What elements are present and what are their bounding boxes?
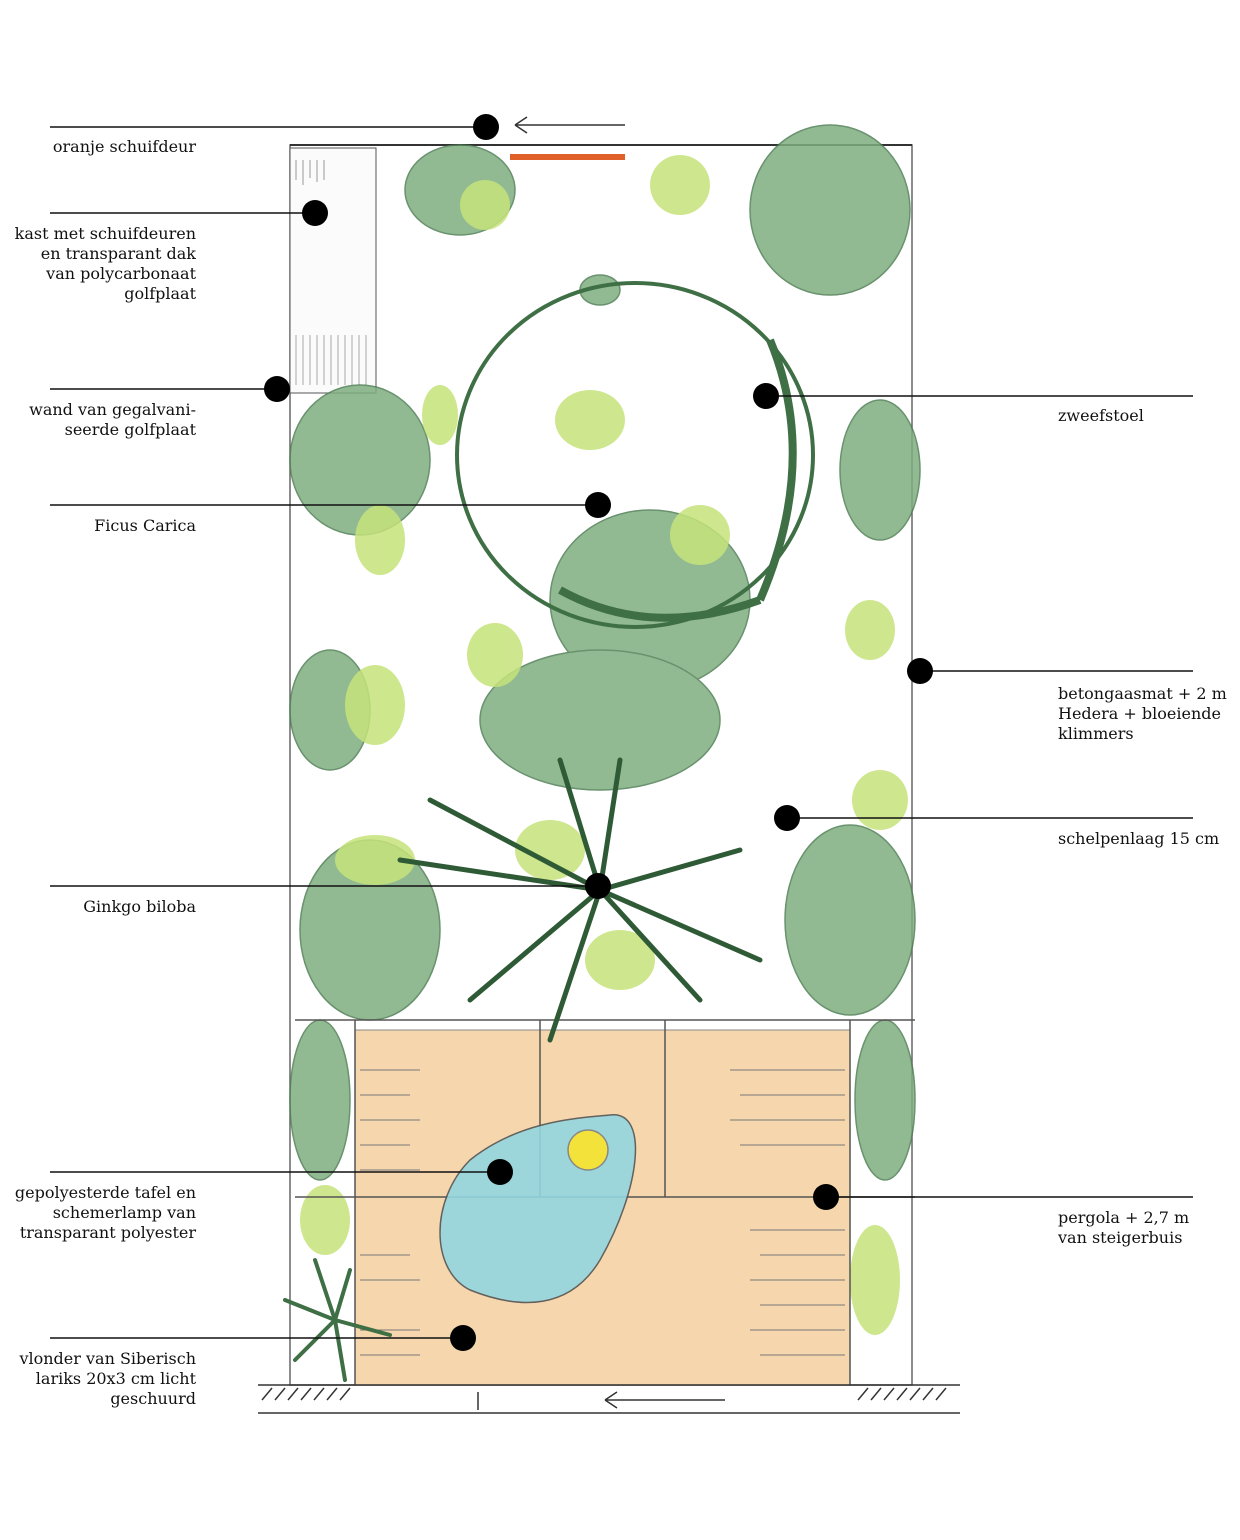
label-line: vlonder van Siberisch [19,1349,196,1368]
label-pergola: pergola + 2,7 m van steigerbuis [1058,1208,1233,1248]
label-line: van steigerbuis [1058,1228,1183,1247]
label-line: oranje schuifdeur [52,137,196,156]
label-vlonder: vlonder van Siberisch lariks 20x3 cm lic… [0,1349,196,1409]
label-line: van polycarbonaat [46,264,196,283]
label-line: en transparant dak [40,244,196,263]
label-line: schemerlamp van [52,1203,196,1222]
ginkgo-tree [397,757,763,1043]
lamp [567,1129,609,1171]
hanging-chair [455,281,815,629]
label-line: pergola + 2,7 m [1058,1208,1190,1227]
marker-wand [264,376,290,402]
label-schelpenlaag: schelpenlaag 15 cm [1058,829,1233,849]
label-line: zweefstoel [1058,406,1144,425]
label-oranje-schuifdeur: oranje schuifdeur [0,137,196,157]
leader-lines [50,126,1193,1339]
marker-betongaasmat [907,658,933,684]
label-line: schelpenlaag 15 cm [1058,829,1220,848]
marker-tafel [487,1159,513,1185]
label-line: geschuurd [110,1389,196,1408]
label-ficus: Ficus Carica [0,516,196,536]
label-line: lariks 20x3 cm licht [35,1369,196,1388]
marker-kast [302,200,328,226]
marker-ficus [585,492,611,518]
label-line: Ginkgo biloba [83,897,196,916]
label-line: Ficus Carica [94,516,196,535]
label-line: kast met schuifdeuren [14,224,196,243]
label-line: wand van gegalvani- [29,400,196,419]
marker-dots [264,114,933,1351]
marker-vlonder [450,1325,476,1351]
label-kast: kast met schuifdeuren en transparant dak… [0,224,196,304]
marker-zweefstoel [753,383,779,409]
marker-oranje-schuifdeur [473,114,499,140]
flowering-accents [300,155,908,1335]
cupboard [289,147,377,394]
label-line: seerde golfplaat [64,420,196,439]
label-line: golfplaat [124,284,196,303]
label-line: betongaasmat + 2 m [1058,684,1227,703]
door-arrow [514,116,625,134]
foliage [289,124,921,1181]
entrance [258,1384,960,1414]
label-wand: wand van gegalvani- seerde golfplaat [0,400,196,440]
label-tafel: gepolyesterde tafel en schemerlamp van t… [0,1183,196,1243]
label-ginkgo: Ginkgo biloba [0,897,196,917]
star-plant [283,1258,392,1382]
label-line: gepolyesterde tafel en [14,1183,196,1202]
label-line: transparant polyester [19,1223,196,1242]
label-line: klimmers [1058,724,1134,743]
label-betongaasmat: betongaasmat + 2 m Hedera + bloeiende kl… [1058,684,1233,744]
marker-schelpenlaag [774,805,800,831]
marker-pergola [813,1184,839,1210]
label-zweefstoel: zweefstoel [1058,406,1233,426]
label-line: Hedera + bloeiende [1058,704,1221,723]
marker-ginkgo [585,873,611,899]
